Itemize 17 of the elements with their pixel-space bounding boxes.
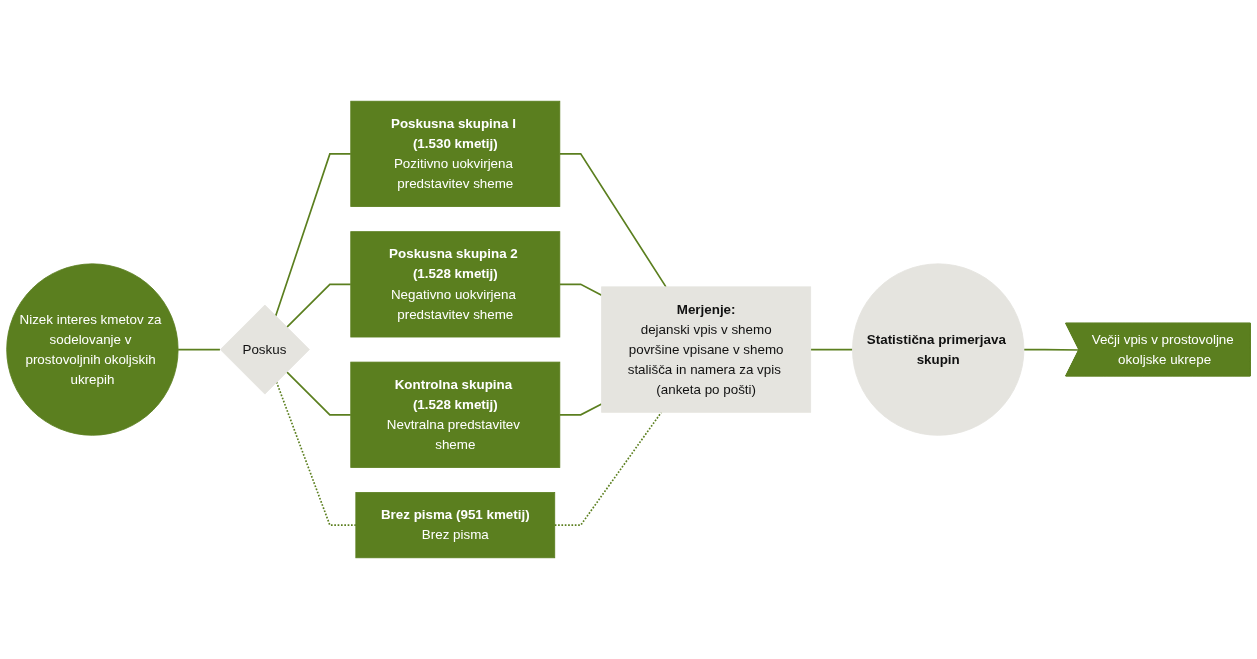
- connector: [285, 283, 352, 329]
- node-box: Brez pisma (951 kmetij) Brez pisma: [355, 492, 556, 559]
- node-circle: Nizek interes kmetov za sodelovanje v prostovoljnih okoljskih ukrepih: [6, 263, 179, 436]
- connector: [177, 348, 221, 351]
- connector: [285, 370, 352, 416]
- node-circle: Statistična primerjava skupin: [852, 263, 1025, 436]
- node-box: Poskusna skupina I (1.530 kmetij) Pozitivno uokvirjena predstavitev sheme: [350, 100, 561, 207]
- node-box: Kontrolna skupina (1.528 kmetij) Nevtralna predstavitev sheme: [350, 361, 561, 468]
- node-box: Merjenje: dejanski vpis v shemo površine vpisane v shemo stališča in namera za vpis (anketa po pošti): [601, 286, 812, 413]
- connector: [274, 153, 352, 318]
- connector: [558, 403, 603, 416]
- connector: [558, 283, 603, 297]
- connector: [809, 348, 854, 351]
- connector: [553, 411, 663, 526]
- connector: [558, 153, 667, 288]
- node-diamond: Poskus: [219, 304, 310, 395]
- node-box: Poskusna skupina 2 (1.528 kmetij) Negativno uokvirjena predstavitev sheme: [350, 231, 561, 338]
